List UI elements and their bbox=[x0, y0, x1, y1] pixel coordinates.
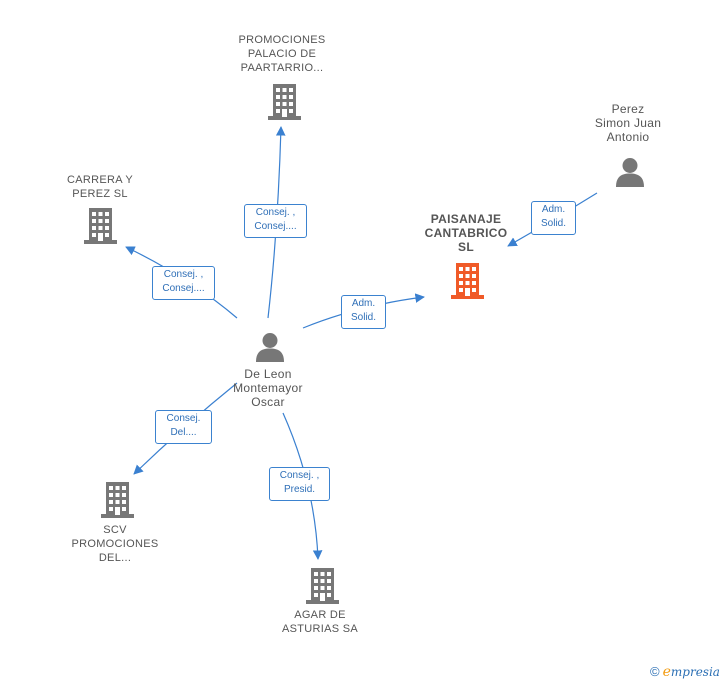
role-line: Consej. , bbox=[255, 207, 296, 218]
role-line: Del.... bbox=[170, 427, 197, 438]
person-icon bbox=[256, 333, 284, 362]
node-label-line: Antonio bbox=[606, 130, 650, 144]
node-label-line: SL bbox=[458, 240, 474, 254]
node-label-line: Simon Juan bbox=[594, 116, 662, 130]
building-icon bbox=[268, 84, 301, 120]
role-line: Adm. bbox=[541, 204, 566, 215]
node-label-line: CARRERA Y bbox=[66, 174, 134, 186]
role-box-to-agar[interactable]: Consej. , Presid. bbox=[269, 467, 330, 501]
node-label-line: PAISANAJE bbox=[430, 212, 502, 226]
role-line: Solid. bbox=[540, 218, 566, 229]
node-label-line: Montemayor bbox=[233, 381, 303, 395]
node-label-line: SCV bbox=[103, 524, 127, 536]
role-line: Presid. bbox=[283, 484, 316, 495]
node-de-leon[interactable]: De Leon Montemayor Oscar bbox=[218, 367, 318, 409]
node-label-line: PROMOCIONES bbox=[71, 538, 159, 550]
role-box-to-carrera[interactable]: Consej. , Consej.... bbox=[152, 266, 215, 300]
node-label-line: Oscar bbox=[251, 395, 285, 409]
role-line: Solid. bbox=[350, 312, 376, 323]
node-label-line: PALACIO DE bbox=[247, 48, 317, 60]
role-line: Adm. bbox=[351, 298, 376, 309]
brand-logo: ©empresia bbox=[650, 664, 720, 680]
node-promociones-palacio[interactable]: PROMOCIONES PALACIO DE PAARTARRIO... bbox=[222, 33, 342, 75]
node-agar-asturias[interactable]: AGAR DE ASTURIAS SA bbox=[265, 608, 375, 636]
node-perez-simon[interactable]: Perez Simon Juan Antonio bbox=[578, 102, 678, 144]
role-box-to-paisanaje[interactable]: Adm. Solid. bbox=[341, 295, 386, 329]
node-label-line: AGAR DE bbox=[294, 609, 346, 621]
copyright-symbol: © bbox=[650, 664, 660, 679]
role-line: Consej. bbox=[166, 413, 201, 424]
node-label-line: Perez bbox=[611, 102, 645, 116]
person-icon bbox=[616, 158, 644, 187]
building-icon bbox=[306, 568, 339, 604]
role-box-to-scv[interactable]: Consej. Del.... bbox=[155, 410, 212, 444]
role-line: Consej.... bbox=[254, 221, 297, 232]
node-label-line: PEREZ SL bbox=[72, 188, 128, 200]
building-icon bbox=[451, 263, 484, 299]
node-label-line: De Leon bbox=[244, 367, 292, 381]
role-line: Consej.... bbox=[162, 283, 205, 294]
role-line: Consej. , bbox=[163, 269, 204, 280]
building-icon bbox=[84, 208, 117, 244]
node-carrera-perez[interactable]: CARRERA Y PEREZ SL bbox=[50, 173, 150, 201]
role-box-to-palacio[interactable]: Consej. , Consej.... bbox=[244, 204, 307, 238]
node-scv-promociones[interactable]: SCV PROMOCIONES DEL... bbox=[60, 523, 170, 565]
node-label-line: ASTURIAS SA bbox=[281, 623, 359, 635]
brand-initial: e bbox=[662, 664, 671, 680]
role-box-perez-to-paisanaje[interactable]: Adm. Solid. bbox=[531, 201, 576, 235]
role-line: Consej. , bbox=[279, 470, 320, 481]
node-paisanaje-cantabrico[interactable]: PAISANAJE CANTABRICO SL bbox=[408, 212, 524, 254]
node-label-line: PROMOCIONES bbox=[238, 34, 326, 46]
building-icon bbox=[101, 482, 134, 518]
node-label-line: CANTABRICO bbox=[424, 226, 508, 240]
node-label-line: PAARTARRIO... bbox=[240, 62, 324, 74]
node-label-line: DEL... bbox=[98, 552, 132, 564]
brand-name: mpresia bbox=[670, 665, 720, 679]
